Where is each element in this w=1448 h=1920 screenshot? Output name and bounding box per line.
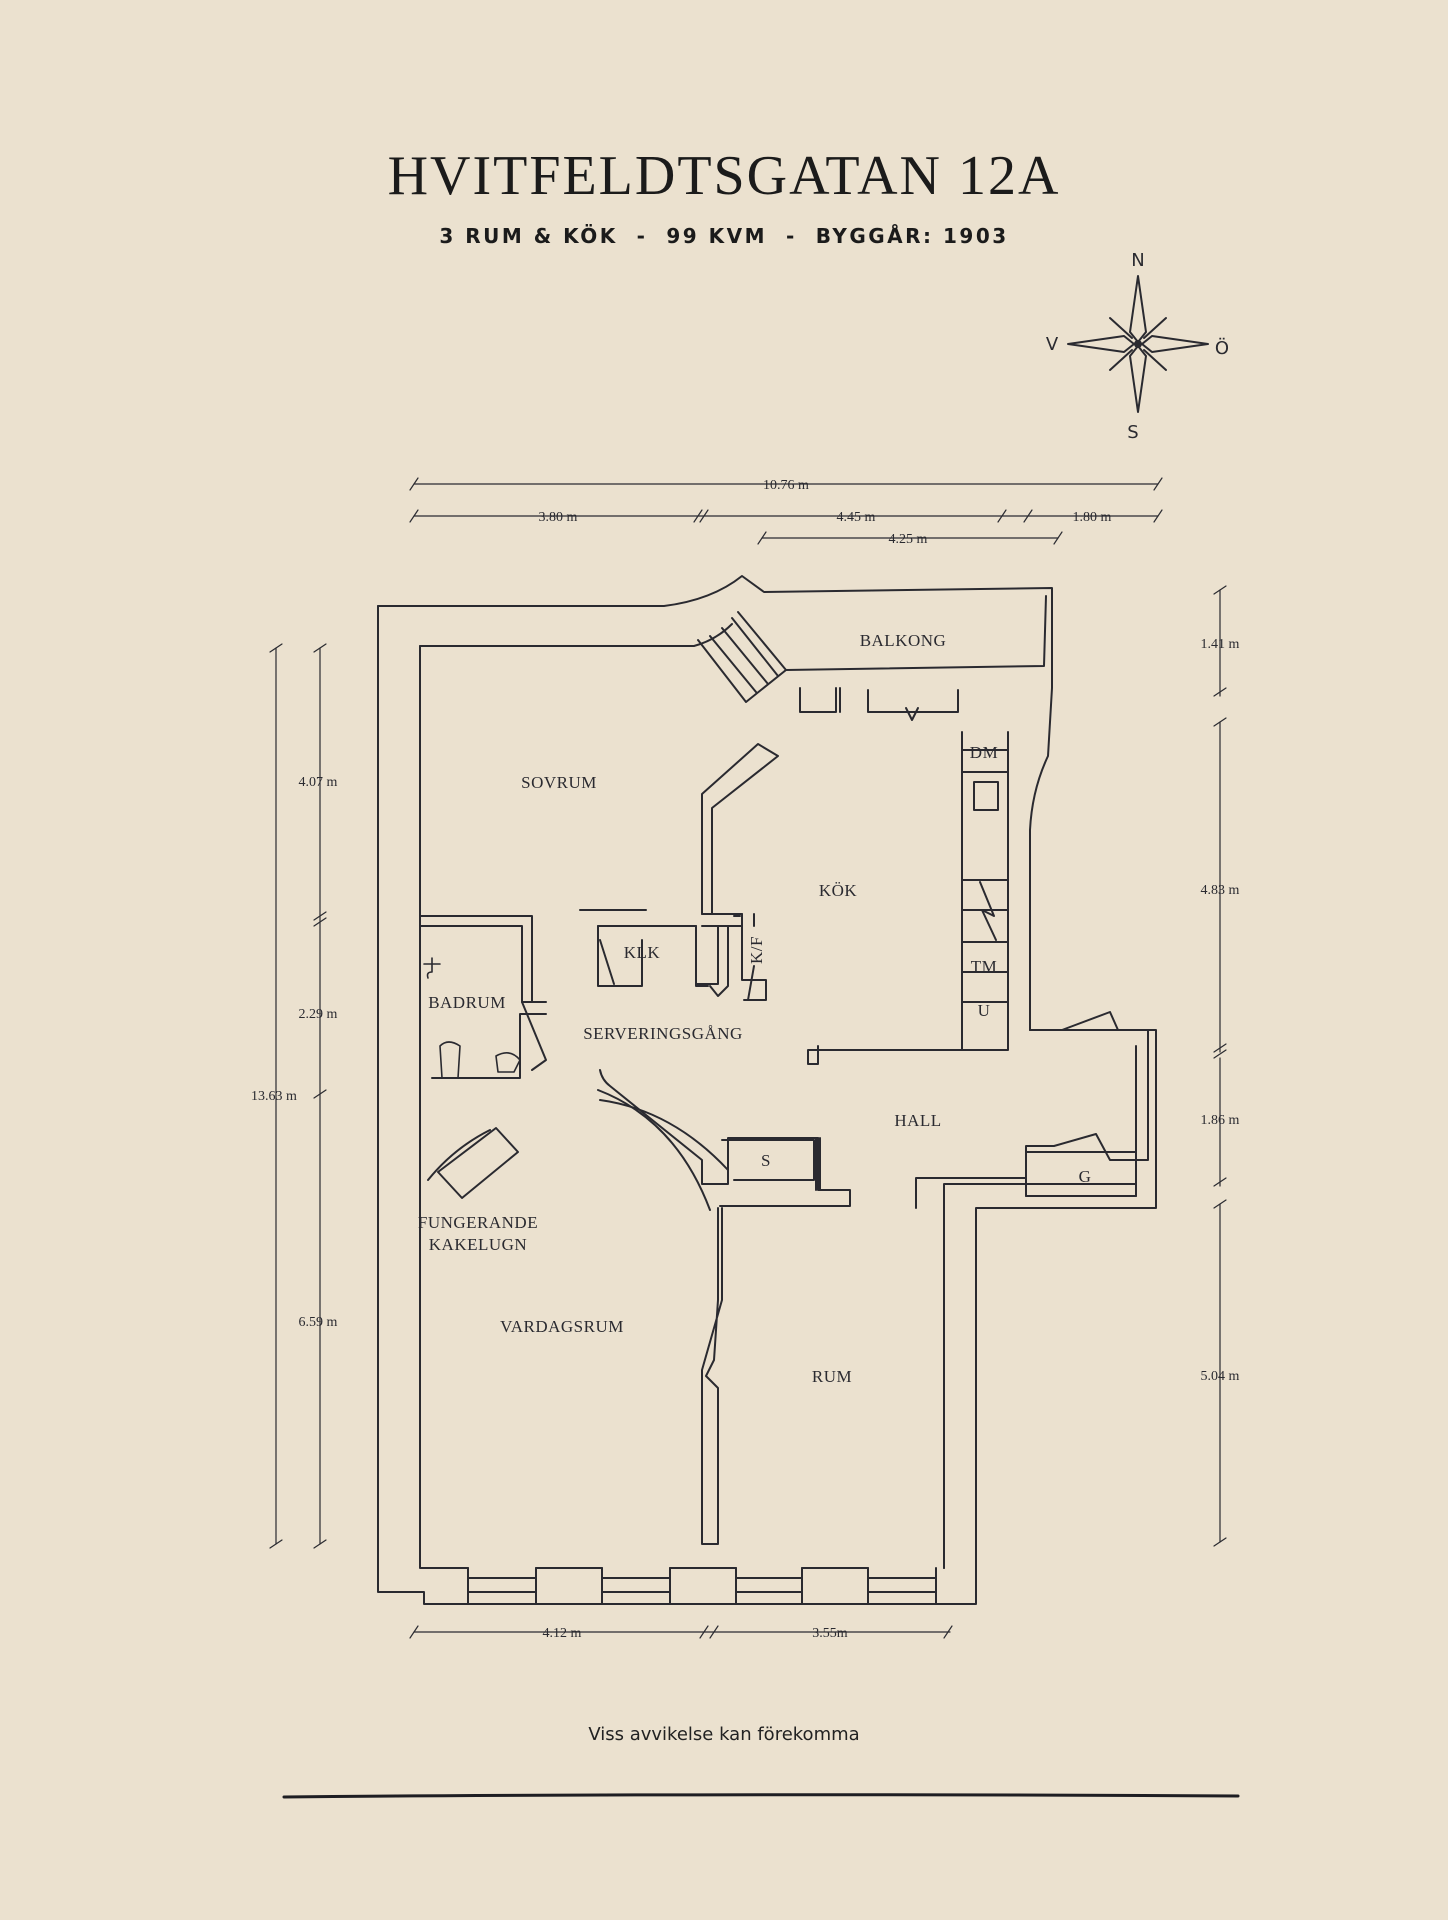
- room-label-kf: K/F: [747, 936, 766, 964]
- appliance-label-dm: DM: [970, 743, 998, 762]
- disclaimer-note: Viss avvikelse kan förekomma: [588, 1724, 860, 1745]
- exterior-walls: [377, 575, 1157, 1605]
- dimension-lines-left: [269, 643, 327, 1549]
- dim-bottom-a: 4.12 m: [543, 1626, 582, 1641]
- room-label-vardagsrum: VARDAGSRUM: [500, 1317, 624, 1336]
- page-title: HVITFELDTSGATAN 12A: [387, 145, 1061, 207]
- closet-label-s: S: [761, 1151, 771, 1170]
- stove-label-line2: KAKELUGN: [429, 1235, 527, 1254]
- room-label-kok: KÖK: [819, 881, 858, 900]
- dim-top-d: 4.25 m: [889, 532, 928, 547]
- dim-left-b: 2.29 m: [299, 1007, 338, 1022]
- appliance-label-u: U: [978, 1001, 991, 1020]
- page-subtitle: 3 RUM & KÖK - 99 KVM - BYGGÅR: 1903: [439, 224, 1009, 248]
- dim-left-total: 13.63 m: [251, 1089, 297, 1104]
- dimension-lines-bottom: [409, 1625, 953, 1639]
- room-label-sovrum: SOVRUM: [521, 773, 597, 792]
- balcony-passage: [697, 595, 1047, 721]
- dim-right-a: 1.41 m: [1201, 637, 1240, 652]
- compass-north: N: [1131, 250, 1144, 271]
- closets: [721, 1139, 1137, 1197]
- dim-left-c: 6.59 m: [299, 1315, 338, 1330]
- dim-top-c: 1.80 m: [1073, 510, 1112, 525]
- dim-right-d: 5.04 m: [1201, 1369, 1240, 1384]
- compass-west: V: [1046, 334, 1059, 355]
- dimension-lines-right: [1213, 585, 1227, 1547]
- footer-divider: [282, 1793, 1240, 1799]
- compass-east: Ö: [1215, 337, 1229, 359]
- compass-south: S: [1127, 422, 1138, 443]
- dim-right-c: 1.86 m: [1201, 1113, 1240, 1128]
- appliance-label-tm: TM: [971, 957, 998, 976]
- room-label-badrum: BADRUM: [428, 993, 506, 1012]
- room-label-hall: HALL: [894, 1111, 941, 1130]
- interior-walls: [419, 731, 1149, 1569]
- dimension-lines-top: [409, 477, 1163, 545]
- room-label-serveringsgang: SERVERINGSGÅNG: [583, 1024, 743, 1043]
- room-label-rum: RUM: [812, 1367, 852, 1386]
- stove-label-line1: FUNGERANDE: [418, 1213, 538, 1232]
- room-label-balkong: BALKONG: [860, 631, 947, 650]
- dim-left-a: 4.07 m: [299, 775, 338, 790]
- compass-rose-icon: [1067, 275, 1209, 413]
- dim-bottom-b: 3.55m: [812, 1626, 848, 1641]
- dim-top-total: 10.76 m: [763, 478, 809, 493]
- room-label-klk: KLK: [624, 943, 661, 962]
- dim-top-b: 4.45 m: [837, 510, 876, 525]
- dim-top-a: 3.80 m: [539, 510, 578, 525]
- dim-right-b: 4.83 m: [1201, 883, 1240, 898]
- windows-south: [467, 1567, 937, 1605]
- closet-label-g: G: [1079, 1167, 1092, 1186]
- bathroom-fixtures: [423, 957, 521, 1079]
- kakelugn-stove: [427, 1127, 519, 1199]
